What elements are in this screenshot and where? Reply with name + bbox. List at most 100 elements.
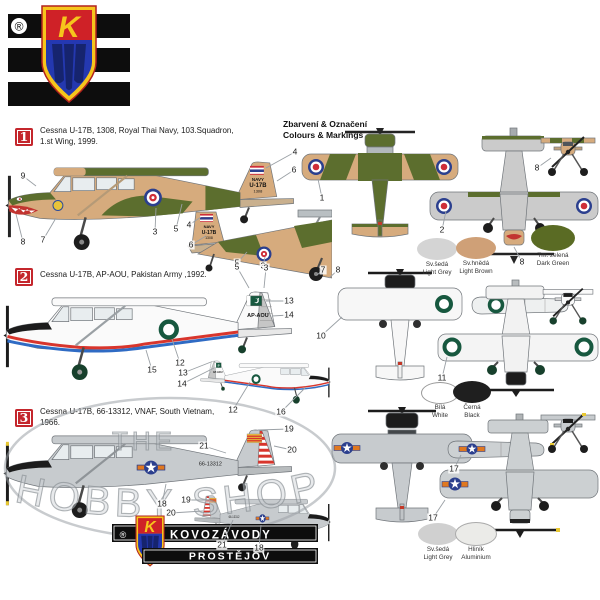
callout-number: 10 bbox=[315, 330, 327, 341]
callout-number: 16 bbox=[275, 406, 287, 417]
scheme-2-side-view: AP-AOU bbox=[3, 291, 292, 381]
header-english: Colours & Markings bbox=[283, 129, 364, 140]
thai-roundel bbox=[256, 246, 272, 262]
scheme-2-bottom-view bbox=[437, 279, 599, 397]
callout-number: 8 bbox=[518, 256, 526, 267]
vnaf-star-insignia bbox=[333, 442, 361, 454]
thai-flag-icon bbox=[250, 165, 264, 175]
callout-number: 2 bbox=[438, 224, 446, 235]
tail-text-serial: 1308 bbox=[254, 189, 264, 194]
logo-text-prostejov: PROSTĚJOV bbox=[189, 550, 271, 563]
scheme-3-title: Cessna U-17B, 66-13312, VNAF, South Viet… bbox=[40, 406, 214, 428]
scheme-3-title-line1: Cessna U-17B, 66-13312, VNAF, South Viet… bbox=[40, 407, 215, 416]
svg-text:AP-AOU: AP-AOU bbox=[213, 371, 223, 374]
striped-rudder bbox=[202, 495, 211, 518]
callout-number: 21 bbox=[216, 539, 228, 550]
scheme-1-top-view bbox=[301, 128, 459, 238]
registration-text: AP-AOU bbox=[247, 313, 269, 319]
callout-number: 11 bbox=[436, 372, 448, 383]
pakistan-flag-icon bbox=[214, 362, 222, 368]
callout-number: 17 bbox=[448, 463, 460, 474]
svg-text:U-17B: U-17B bbox=[202, 230, 217, 236]
scheme-1-title-line2: 1.st Wing, 1999. bbox=[40, 137, 98, 146]
logo-text-kovozavody: KOVOZÁVODY bbox=[170, 529, 272, 542]
callout-number: 18 bbox=[156, 498, 168, 509]
thai-roundel bbox=[436, 198, 452, 214]
callout-number: 9 bbox=[19, 170, 27, 181]
registered-mark-icon: ® bbox=[120, 530, 127, 540]
thai-roundel bbox=[576, 198, 592, 214]
callout-number: 13 bbox=[283, 295, 295, 306]
callout-number: 20 bbox=[286, 444, 298, 455]
pakistan-roundel bbox=[442, 337, 462, 357]
callout-number: 1 bbox=[318, 192, 326, 203]
scheme-2-number-badge: 2 bbox=[15, 268, 33, 286]
pakistan-roundel bbox=[574, 337, 594, 357]
serial-text: 66-13312 bbox=[199, 462, 222, 468]
pakistan-roundel bbox=[158, 319, 179, 340]
callout-number: 18 bbox=[253, 542, 265, 553]
scheme-2-title-line1: Cessna U-17B, AP-AOU, Pakistan Army ,199… bbox=[40, 270, 207, 279]
svg-text:66-13312: 66-13312 bbox=[229, 514, 240, 518]
callout-number: 12 bbox=[174, 357, 186, 368]
callout-number: 20 bbox=[165, 507, 177, 518]
cheatline-blue bbox=[7, 333, 239, 353]
registered-mark-icon bbox=[11, 18, 27, 34]
callout-number: 14 bbox=[283, 309, 295, 320]
color-swatch bbox=[531, 225, 575, 251]
callout-number: 7 bbox=[319, 264, 327, 275]
scheme-1-title: Cessna U-17B, 1308, Royal Thai Navy, 103… bbox=[40, 125, 234, 147]
callout-number: 14 bbox=[176, 378, 188, 389]
svg-text:K: K bbox=[58, 11, 82, 44]
vnaf-star-insignia bbox=[441, 477, 469, 491]
callout-number: 5 bbox=[172, 223, 180, 234]
south-vietnam-flag-icon bbox=[209, 497, 217, 503]
pakistan-roundel bbox=[251, 374, 261, 385]
kp-shield-icon: K bbox=[41, 5, 97, 103]
colours-markings-header: Zbarvení & Označení Colours & Markings bbox=[283, 119, 367, 140]
callout-number: 3 bbox=[262, 262, 270, 273]
svg-text:NAVY: NAVY bbox=[204, 224, 215, 229]
scheme-3-title-line2: 1966. bbox=[40, 418, 61, 427]
vnaf-star-insignia bbox=[255, 514, 270, 523]
kp-logo: ® K bbox=[8, 5, 130, 106]
scheme-2-front-view bbox=[542, 287, 594, 325]
scheme-2-top-view bbox=[337, 269, 463, 381]
scheme-3-front-view bbox=[540, 413, 596, 453]
callout-number: 15 bbox=[146, 364, 158, 375]
color-swatch bbox=[456, 237, 496, 259]
vnaf-star-insignia bbox=[136, 460, 166, 475]
scheme-1-side-view: NAVY U-17B 1308 bbox=[5, 161, 294, 251]
color-swatch bbox=[418, 523, 458, 545]
shark-mouth-marking bbox=[506, 234, 522, 240]
callout-number: 6 bbox=[187, 239, 195, 250]
pakistan-roundel bbox=[435, 295, 453, 313]
south-vietnam-flag-icon bbox=[246, 433, 263, 444]
callout-number: 4 bbox=[291, 146, 299, 157]
callout-number: 5 bbox=[233, 261, 241, 272]
color-swatch bbox=[417, 238, 457, 260]
shark-mouth-marking bbox=[8, 196, 39, 215]
scheme-1-front-view bbox=[540, 136, 596, 176]
callout-number: 19 bbox=[180, 494, 192, 505]
scheme-3-top-view bbox=[331, 407, 473, 523]
squadron-badge bbox=[52, 200, 64, 211]
header-czech: Zbarvení & Označení bbox=[283, 119, 368, 129]
scheme-2-title: Cessna U-17B, AP-AOU, Pakistan Army ,199… bbox=[40, 269, 207, 280]
thai-roundel bbox=[308, 159, 324, 175]
scheme-2-small-side-view: AP-AOU bbox=[200, 360, 331, 404]
svg-text:1308: 1308 bbox=[205, 236, 213, 240]
callout-number: 6 bbox=[290, 164, 298, 175]
callout-number: 4 bbox=[185, 219, 193, 230]
tail-text-navy: NAVY bbox=[252, 177, 264, 182]
callout-number: 3 bbox=[151, 226, 159, 237]
scheme-3-bottom-view bbox=[439, 413, 599, 538]
callout-number: 13 bbox=[177, 367, 189, 378]
